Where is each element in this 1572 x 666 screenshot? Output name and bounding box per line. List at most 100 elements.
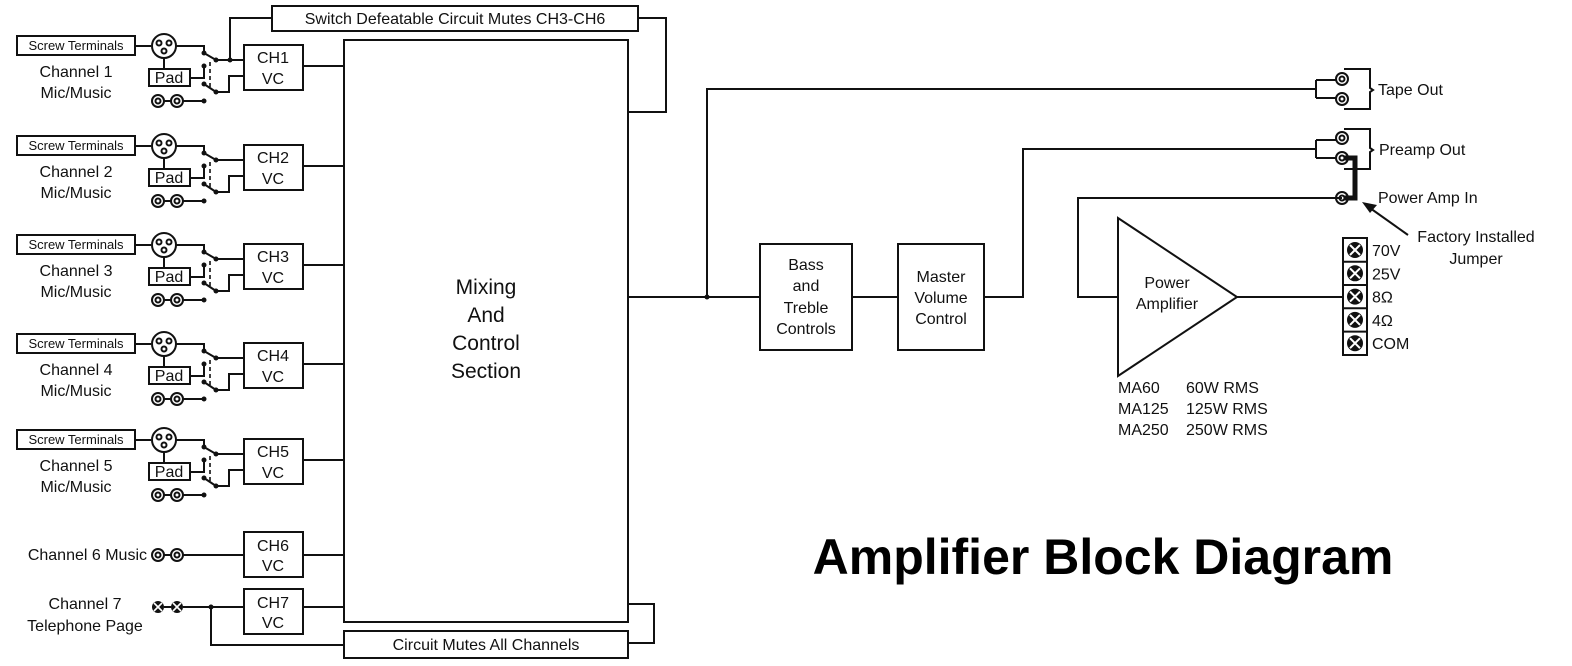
master-line-1: Master (917, 269, 967, 286)
mixing-line-3: Control (452, 332, 520, 355)
input-selector-switch (176, 244, 244, 303)
preamp-out: Preamp Out (1315, 128, 1466, 170)
screw-terminals-label: Screw Terminals (28, 237, 124, 252)
screw-terminal-icon (1347, 265, 1363, 282)
screw-terminal-icon (1347, 311, 1363, 328)
pad-label: Pad (155, 70, 183, 87)
ch7-vc-line1: CH7 (257, 595, 289, 612)
diagram-title: Amplifier Block Diagram (813, 529, 1394, 585)
terminal-label: 70V (1372, 243, 1401, 260)
screw-terminal-pair-icon (152, 601, 183, 613)
model-rating: 60W RMS (1186, 380, 1259, 397)
tone-line-1: Bass (788, 257, 824, 274)
jumper-note-1: Factory Installed (1417, 229, 1534, 246)
power-amplifier: Power Amplifier MA60 60W RMS MA125 125W RMS… (1117, 216, 1343, 439)
tone-line-3: Treble (784, 300, 829, 317)
vc-line1: CH4 (257, 348, 289, 365)
channel-name: Channel 5 (40, 458, 113, 475)
xlr-jack-icon (151, 331, 177, 357)
bracket-icon (1344, 68, 1375, 110)
channel-type: Mic/Music (40, 383, 111, 400)
channel-type: Mic/Music (40, 479, 111, 496)
master-volume-block (897, 243, 985, 351)
mixing-line-4: Section (451, 360, 521, 383)
vc-line1: CH1 (257, 50, 289, 67)
vc-line1: CH5 (257, 444, 289, 461)
model-rating: 250W RMS (1186, 422, 1268, 439)
screw-terminals-label: Screw Terminals (28, 336, 124, 351)
channel-name: Channel 2 (40, 164, 113, 181)
model-name: MA250 (1118, 422, 1169, 439)
rca-jack-pair-icon (151, 488, 184, 502)
vc-block (243, 243, 304, 290)
model-ratings: MA60 60W RMS MA125 125W RMS MA250 250W RMS (1118, 380, 1268, 439)
input-selector-switch (176, 439, 244, 498)
mixing-line-1: Mixing (456, 276, 517, 299)
pad-label: Pad (155, 170, 183, 187)
rca-jack-pair-icon (151, 392, 184, 406)
rca-jack-pair-icon (151, 293, 184, 307)
amp-label-2: Amplifier (1136, 296, 1199, 313)
master-line-3: Control (915, 311, 967, 328)
channel-7-label-2: Telephone Page (27, 618, 143, 635)
mute-bus-top-label: Switch Defeatable Circuit Mutes CH3-CH6 (305, 11, 606, 28)
vc-line1: CH3 (257, 249, 289, 266)
mixing-line-2: And (467, 304, 504, 327)
vc-line1: CH2 (257, 150, 289, 167)
model-rating: 125W RMS (1186, 401, 1268, 418)
model-name: MA125 (1118, 401, 1169, 418)
ch6-vc-line1: CH6 (257, 538, 289, 555)
screw-terminal-icon (1347, 242, 1363, 258)
preamp-out-label: Preamp Out (1379, 142, 1466, 159)
tone-line-2: and (793, 278, 820, 295)
amp-label-1: Power (1144, 275, 1190, 292)
screw-terminal-icon (1347, 288, 1363, 305)
mixing-control-section: Mixing And Control Section (343, 39, 629, 623)
tape-out: Tape Out (1315, 68, 1443, 110)
vc-block (243, 144, 304, 191)
vc-block (243, 438, 304, 485)
xlr-jack-icon (151, 33, 177, 59)
ch6-vc-line2: VC (262, 558, 284, 575)
input-selector-switch (176, 343, 244, 402)
jumper-note-2: Jumper (1449, 251, 1503, 268)
xlr-jack-icon (151, 133, 177, 159)
pad-label: Pad (155, 269, 183, 286)
channel-type: Mic/Music (40, 284, 111, 301)
model-name: MA60 (1118, 380, 1160, 397)
channel-name: Channel 4 (40, 362, 113, 379)
signal-path: Bass and Treble Controls Master Volume C… (628, 88, 1316, 351)
screw-terminals-label: Screw Terminals (28, 138, 124, 153)
terminal-label: 25V (1372, 266, 1401, 283)
bracket-icon (1344, 128, 1375, 170)
channel-7: Channel 7 Telephone Page CH7 VC (27, 588, 344, 646)
channel-6: Channel 6 Music CH6 VC (28, 531, 344, 578)
power-amp-in-label: Power Amp In (1378, 190, 1478, 207)
tape-out-label: Tape Out (1378, 82, 1443, 99)
xlr-jack-icon (151, 232, 177, 258)
channel-7-label-1: Channel 7 (49, 596, 122, 613)
rca-jack-icon (1335, 72, 1349, 106)
power-amp-in: Power Amp In Factory Installed Jumper (1077, 155, 1535, 298)
terminal-label: 8Ω (1372, 290, 1393, 307)
channel-name: Channel 3 (40, 263, 113, 280)
pad-label: Pad (155, 464, 183, 481)
master-line-2: Volume (914, 290, 967, 307)
factory-jumper (1344, 155, 1358, 201)
mute-bus-bottom: Circuit Mutes All Channels (343, 603, 655, 659)
vc-line2: VC (262, 465, 284, 482)
rca-jack-pair-icon (151, 94, 184, 108)
input-selector-switch (176, 145, 244, 204)
channel-type: Mic/Music (40, 185, 111, 202)
mute-bus-bottom-label: Circuit Mutes All Channels (393, 637, 580, 654)
terminal-label: 4Ω (1372, 313, 1393, 330)
pad-label: Pad (155, 368, 183, 385)
